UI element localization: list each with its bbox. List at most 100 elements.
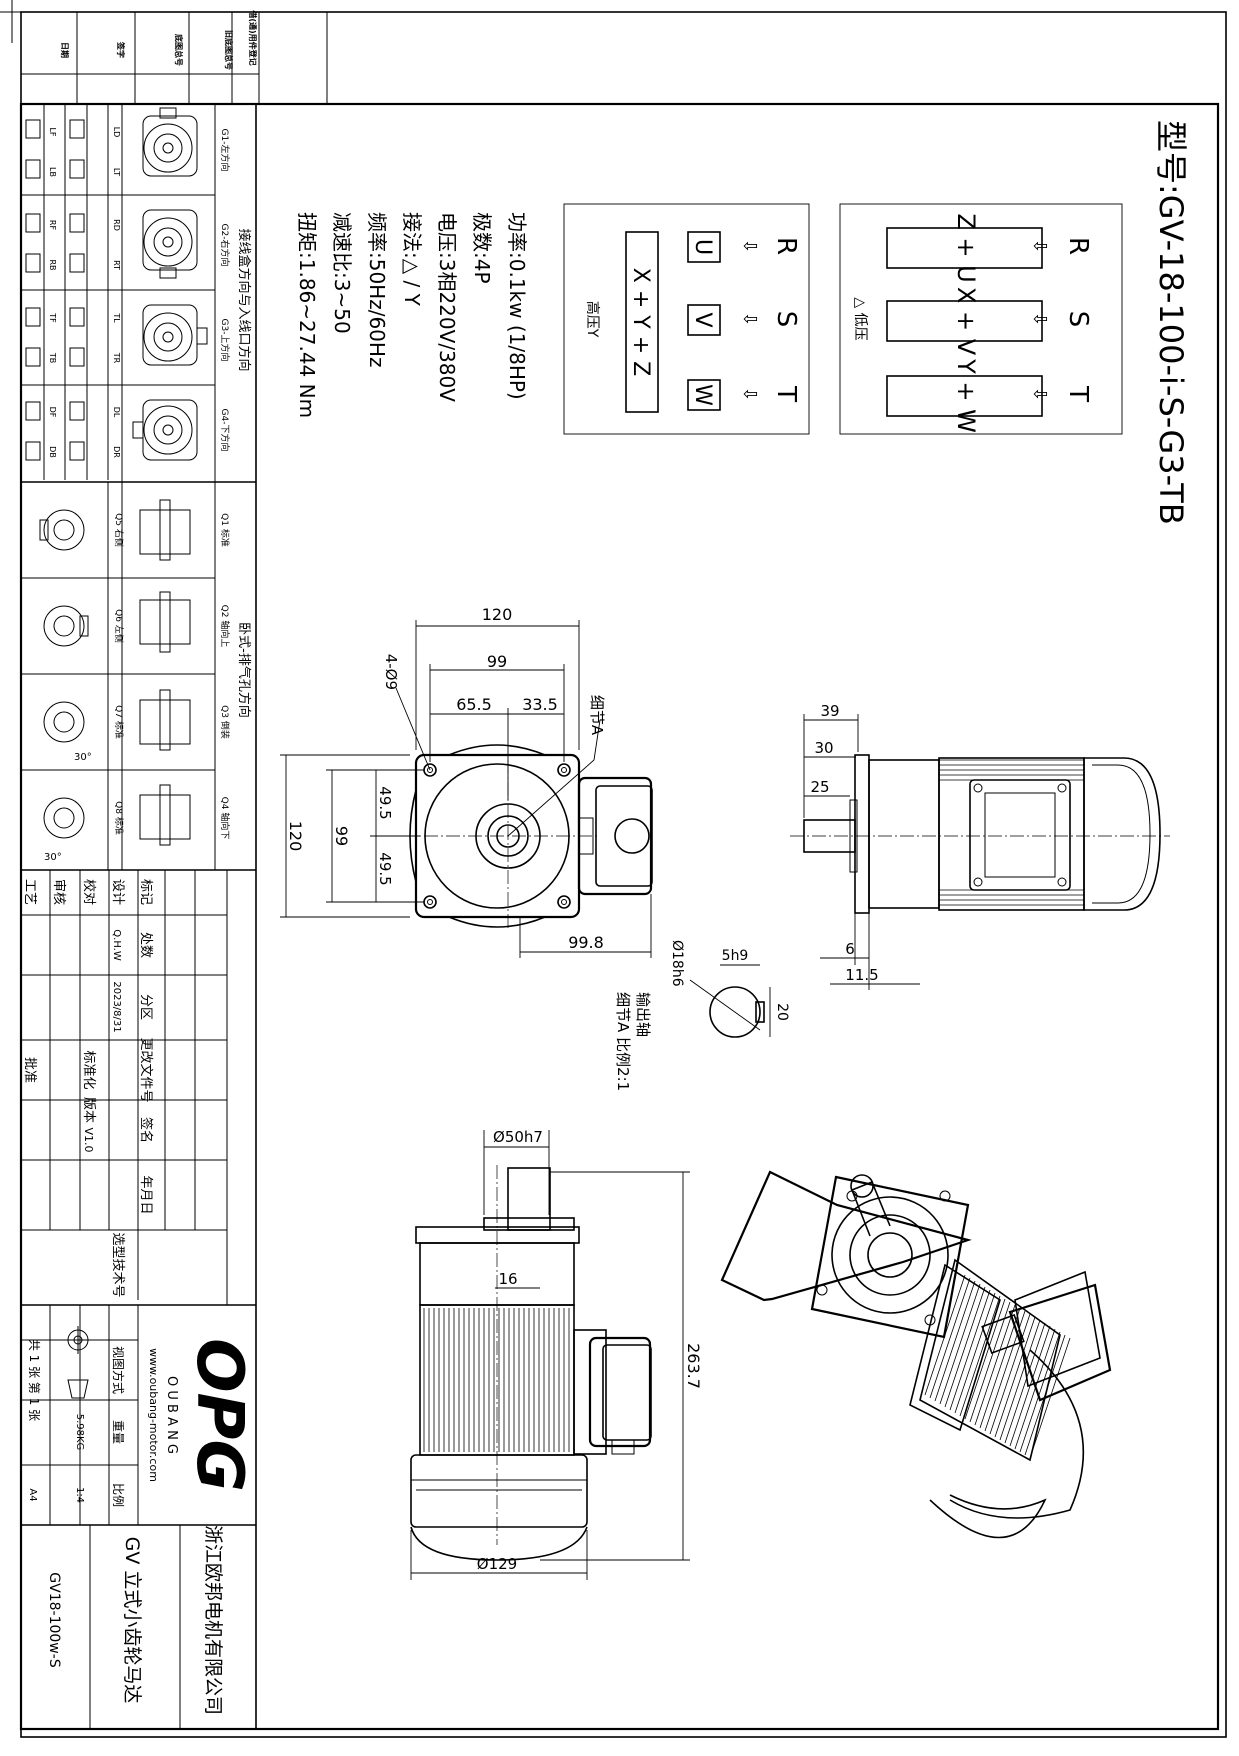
svg-text:签名: 签名 [138, 1117, 154, 1143]
svg-text:RT: RT [112, 260, 121, 270]
cooling-fin [934, 1280, 976, 1402]
motor-side-view: 39 30 25 6 11.5 [790, 702, 1170, 990]
dim-offset-a: 65.5 [456, 695, 492, 714]
junction-view-g4: G4-下方向 [132, 399, 231, 461]
cooling-fin [1024, 1334, 1066, 1456]
reg-label-date: 日期 [60, 42, 70, 58]
svg-text:⇩: ⇩ [1029, 311, 1050, 326]
high-voltage-label: 高压Y [584, 301, 601, 338]
dim-25: 25 [810, 778, 829, 796]
cooling-fin [969, 1301, 1011, 1423]
svg-text:比例: 比例 [111, 1483, 125, 1507]
junction-mini-icons [25, 119, 85, 461]
svg-text:Q1 标准: Q1 标准 [219, 513, 231, 547]
svg-text:X + Y + Z: X + Y + Z [628, 268, 653, 376]
low-voltage-label: △ 低压 [852, 297, 868, 340]
cooling-fin [939, 1283, 981, 1405]
svg-text:TF: TF [48, 312, 57, 323]
cooling-fin [999, 1319, 1041, 1441]
spec-ratio: 减速比:3~50 [330, 212, 354, 334]
svg-text:R: R [771, 237, 801, 255]
svg-text:Q2 轴向上: Q2 轴向上 [219, 605, 231, 648]
cooling-fin [964, 1298, 1006, 1420]
reg-label-total: 底图总号 [174, 33, 184, 66]
brand-website: www.oubang-motor.com [147, 1348, 160, 1482]
designer-name: Q.H.W [111, 929, 122, 961]
svg-text:TL: TL [112, 312, 121, 323]
svg-text:⇩: ⇩ [739, 238, 760, 253]
motor-bottom-view: Ø50h7 16 263.7 Ø129 [410, 1128, 703, 1580]
cooling-fin [959, 1295, 1001, 1417]
cooling-fin [924, 1274, 966, 1396]
registration-table: 借(通)用件登记 旧底图总号 底图总号 签字 日期 [21, 9, 328, 104]
svg-text:G4-下方向: G4-下方向 [219, 409, 231, 452]
cooling-fin [979, 1307, 1021, 1429]
svg-text:Q6 左侧: Q6 左侧 [113, 609, 125, 643]
cooling-fin [994, 1316, 1036, 1438]
svg-text:版本: 版本 [81, 1097, 96, 1123]
svg-text:批准: 批准 [22, 1057, 37, 1083]
sheet-count: 共 1 张 第 1 张 [27, 1339, 41, 1421]
dim-flange-width: 120 [482, 605, 513, 624]
dim-6: 6 [845, 940, 855, 958]
dim-vertical-99: 99 [332, 826, 351, 846]
product-name: GV 立式小齿轮马达 [121, 1537, 143, 1704]
svg-text:S: S [1063, 311, 1093, 328]
svg-text:DR: DR [112, 446, 121, 458]
svg-text:更改文件号: 更改文件号 [138, 1037, 153, 1102]
cooling-fin [974, 1304, 1016, 1426]
svg-text:X + V: X + V [952, 287, 980, 356]
dim-bolt-pitch: 99 [487, 652, 507, 671]
svg-text:V: V [690, 312, 715, 327]
svg-text:T: T [771, 385, 801, 402]
output-shaft-label: 输出轴 [634, 992, 652, 1037]
dim-length: 263.7 [684, 1343, 703, 1389]
svg-text:Q7 标准: Q7 标准 [113, 705, 125, 739]
cooling-fin [944, 1286, 986, 1408]
svg-text:标记: 标记 [138, 879, 153, 905]
svg-text:Q8 标准: Q8 标准 [113, 801, 125, 835]
shaft-detail-a: 5h9 20 Ø18h6 输出轴 细节A 比例2:1 [614, 940, 790, 1091]
dim-body-diameter: Ø129 [477, 1555, 517, 1573]
svg-text:Z + U: Z + U [952, 213, 980, 282]
svg-text:W: W [690, 384, 715, 406]
svg-text:S: S [771, 311, 801, 328]
junction-codes: LD LT LF LB RD RT RF RB TL TR TF TB DL D… [48, 127, 121, 459]
dim-16: 16 [498, 1270, 517, 1288]
title-block: 标记 处数 分区 更改文件号 签名 年月日 设计 校对 审核 工艺 标准化 批准… [21, 869, 256, 1729]
dim-half-b: 49.5 [376, 852, 394, 885]
svg-text:LF: LF [48, 127, 57, 136]
dim-half-a: 49.5 [376, 786, 394, 819]
version-value: V1.0 [82, 1127, 95, 1152]
svg-text:TR: TR [112, 352, 121, 364]
svg-text:Q3 倒装: Q3 倒装 [219, 705, 231, 739]
svg-text:分区: 分区 [138, 994, 153, 1020]
svg-text:设计: 设计 [110, 879, 125, 905]
svg-text:Q4 轴向下: Q4 轴向下 [219, 797, 231, 840]
cooling-fin [954, 1292, 996, 1414]
svg-text:⇩: ⇩ [1029, 238, 1050, 253]
bottom-cooling-fins [423, 1308, 570, 1452]
dim-vertical-120: 120 [286, 821, 305, 852]
svg-text:LD: LD [112, 127, 121, 138]
vent-pictograms: 30° 30° [39, 499, 191, 863]
design-date: 2023/8/31 [111, 981, 122, 1032]
scale-value: 1:4 [74, 1487, 85, 1503]
spec-poles: 极数:4P [470, 212, 494, 284]
side-cooling-fins [939, 759, 1084, 906]
paper-size: A4 [27, 1488, 38, 1501]
svg-text:RD: RD [112, 219, 121, 231]
svg-text:工艺: 工艺 [22, 879, 37, 905]
svg-text:G2-右方向: G2-右方向 [219, 224, 231, 267]
spec-list: 功率:0.1kw (1/8HP) 极数:4P 电压:3相220V/380V 接法… [295, 212, 529, 418]
svg-text:TB: TB [48, 352, 57, 363]
projection-symbol-icon [64, 1326, 92, 1399]
svg-text:Y + W: Y + W [952, 358, 980, 433]
svg-text:⇩: ⇩ [739, 311, 760, 326]
svg-text:DL: DL [112, 407, 121, 418]
motor-isometric-view [720, 1170, 1112, 1539]
cooling-fin [929, 1277, 971, 1399]
